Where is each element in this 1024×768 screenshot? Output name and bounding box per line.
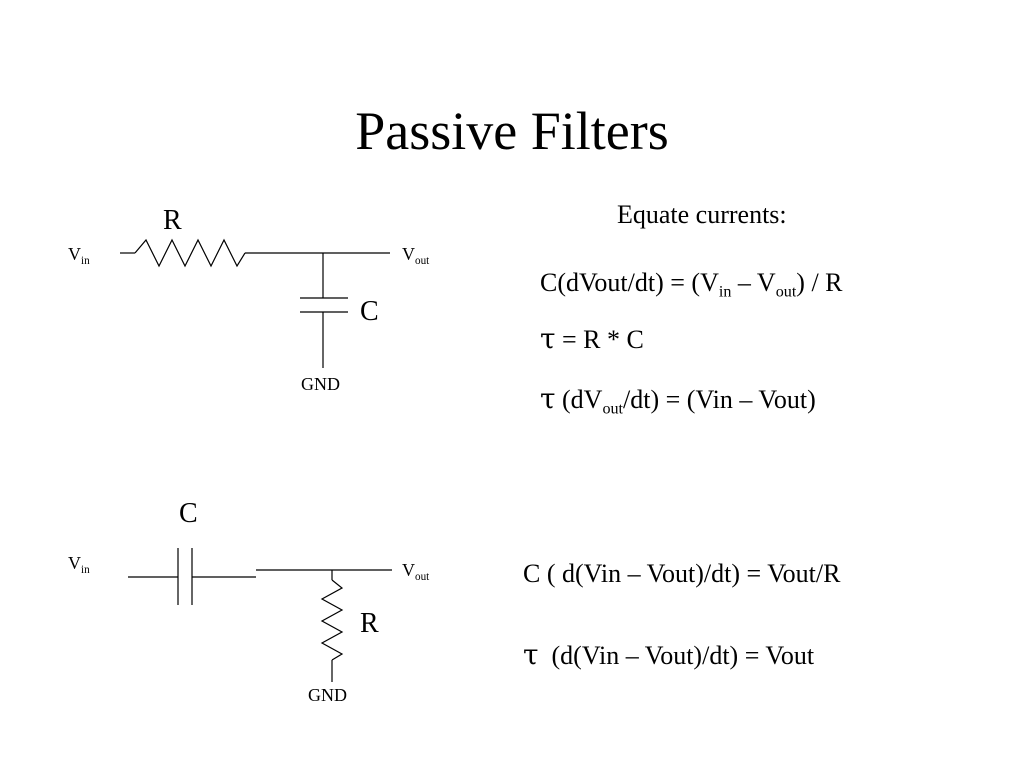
tau-symbol: τ xyxy=(523,638,539,671)
lowpass-ground-label: GND xyxy=(301,374,340,394)
highpass-vin-label: Vin xyxy=(68,553,90,576)
lowpass-resistor-label: R xyxy=(163,205,182,236)
lowpass-capacitor-label: C xyxy=(360,296,379,327)
highpass-capacitor-label: C xyxy=(179,498,198,529)
equate-currents-heading: Equate currents: xyxy=(617,200,787,229)
highpass-current-equation: C ( d(Vin – Vout)/dt) = Vout/R xyxy=(523,559,841,588)
lowpass-current-equation: C(dVout/dt) = (Vin – Vout) / R xyxy=(540,268,843,301)
lowpass-tau-equation: τ (dVout/dt) = (Vin – Vout) xyxy=(540,382,816,418)
highpass-tau-equation: τ (d(Vin – Vout)/dt) = Vout xyxy=(523,638,815,671)
lowpass-resistor-symbol xyxy=(134,238,246,268)
highpass-vout-label: Vout xyxy=(402,560,430,583)
tau-symbol: τ xyxy=(540,322,556,355)
lowpass-vout-label: Vout xyxy=(402,244,430,267)
highpass-resistor-label: R xyxy=(360,608,379,639)
time-constant-equation: τ = R * C xyxy=(540,322,644,355)
highpass-resistor-symbol xyxy=(320,579,344,661)
highpass-ground-label: GND xyxy=(308,685,347,705)
tau-symbol: τ xyxy=(540,382,556,415)
slide-title: Passive Filters xyxy=(355,101,669,161)
lowpass-vin-label: Vin xyxy=(68,244,90,267)
